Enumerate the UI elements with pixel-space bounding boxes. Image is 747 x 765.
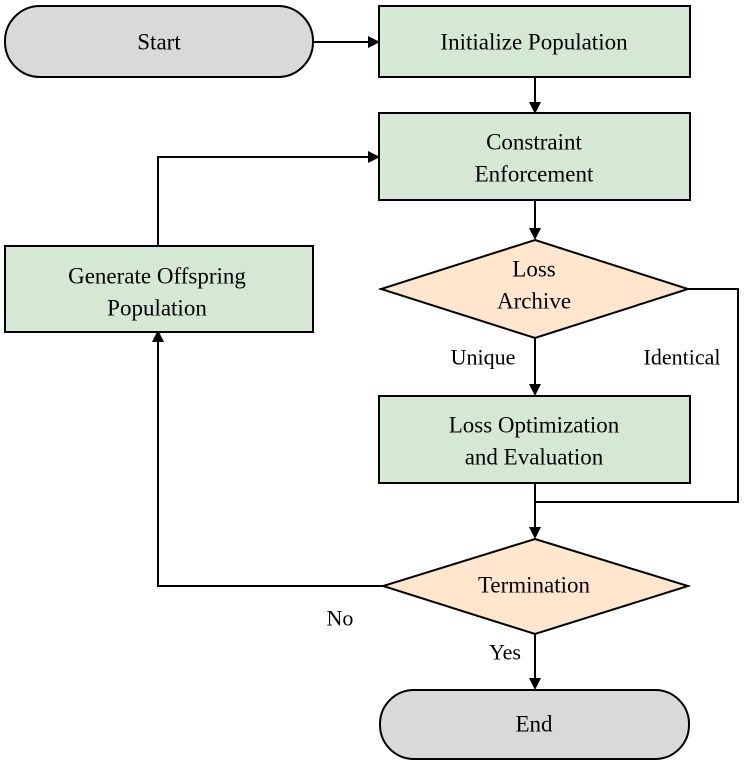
end-shape [379, 689, 690, 760]
constraint-enforcement-label-line2: Enforcement [475, 162, 594, 187]
termination-label: Termination [478, 573, 591, 598]
initialize-population-label: Initialize Population [440, 30, 628, 55]
generate-offspring-label-line2: Population [107, 296, 207, 321]
constraint-enforcement-shape [378, 112, 691, 201]
edge-label-identical: Identical [644, 345, 721, 370]
end-node: End [379, 689, 690, 760]
start-shape [4, 5, 314, 78]
edge-label-yes: Yes [489, 640, 521, 665]
loss-optimization-shape [378, 395, 691, 484]
edge-archive-identical [535, 288, 739, 503]
initialize-population-node: Initialize Population [378, 5, 691, 78]
constraint-enforcement-label-line1: Constraint [486, 130, 582, 155]
generate-offspring-shape [4, 245, 314, 333]
start-label: Start [137, 30, 181, 55]
loss-archive-shape [377, 238, 692, 340]
initialize-population-shape [378, 5, 691, 78]
edge-label-unique: Unique [451, 345, 516, 370]
termination-node: Termination [379, 537, 692, 636]
constraint-enforcement-node: Constraint Enforcement [378, 112, 691, 201]
edge-offspring-to-constraint [157, 151, 380, 245]
loss-optimization-node: Loss Optimization and Evaluation [378, 395, 691, 484]
loss-archive-label-line1: Loss [512, 257, 556, 282]
loss-optimization-label-line2: and Evaluation [465, 445, 604, 470]
end-label: End [515, 712, 553, 737]
generate-offspring-label-line1: Generate Offspring [68, 264, 246, 289]
edge-termination-to-offspring [152, 330, 383, 587]
loss-archive-node: Loss Archive [377, 238, 692, 340]
loss-archive-label-line2: Archive [497, 289, 571, 314]
edge-label-no: No [327, 606, 354, 631]
loss-optimization-label-line1: Loss Optimization [449, 413, 620, 438]
start-node: Start [4, 5, 314, 78]
generate-offspring-node: Generate Offspring Population [4, 245, 314, 333]
termination-shape [379, 537, 692, 636]
